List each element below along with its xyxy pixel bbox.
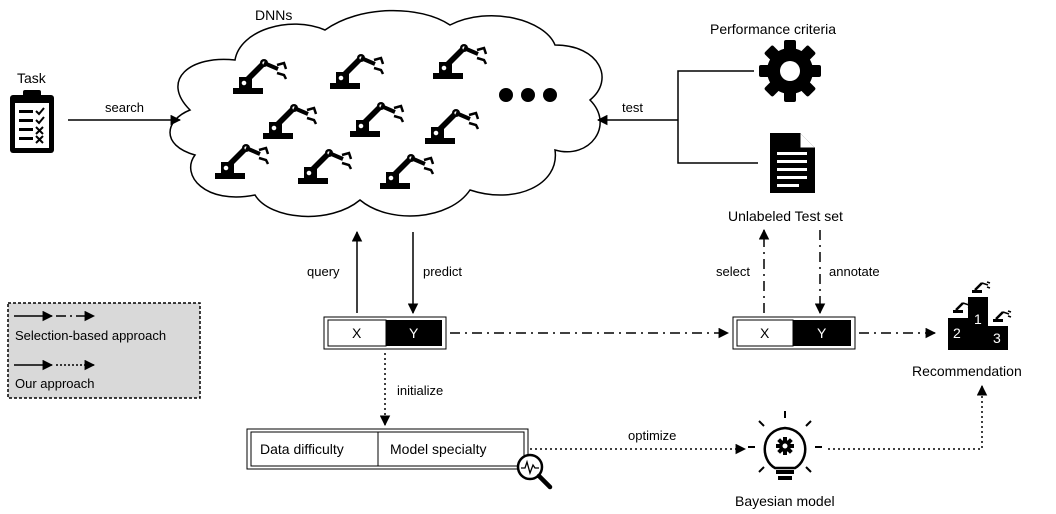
podium-icon (948, 280, 1013, 350)
xy-pair-right (732, 316, 856, 350)
bayes-to-recommendation-arrow (828, 384, 988, 450)
pair-right-x: X (760, 325, 770, 341)
pair-right-y: Y (817, 325, 827, 341)
unlabeled-test-set-label: Unlabeled Test set (728, 208, 843, 224)
performance-criteria-label: Performance criteria (710, 21, 836, 37)
pair-left-y: Y (409, 325, 419, 341)
pair-left-x: X (352, 325, 362, 341)
magnifier-waveform-icon (516, 453, 553, 490)
initialize-label: initialize (397, 383, 443, 398)
select-label: select (716, 264, 750, 279)
gear-icon (759, 40, 821, 102)
test-label: test (622, 100, 643, 115)
lightbulb-gear-icon (748, 411, 822, 480)
data-difficulty-label: Data difficulty (260, 441, 344, 457)
criteria-bracket (677, 70, 758, 164)
dnn-cloud (169, 9, 603, 218)
annotate-label: annotate (829, 264, 880, 279)
recommendation-label: Recommendation (912, 363, 1022, 379)
podium-first: 1 (974, 311, 982, 327)
optimize-label: optimize (628, 428, 676, 443)
bayesian-model-label: Bayesian model (735, 493, 835, 509)
model-specialty-label: Model specialty (390, 441, 487, 457)
xy-pair-left (323, 316, 447, 350)
legend-selection-label: Selection-based approach (15, 328, 166, 343)
document-icon (770, 133, 815, 193)
predict-label: predict (423, 264, 462, 279)
feature-box (246, 428, 529, 470)
legend-box (7, 302, 201, 399)
search-label: search (105, 100, 144, 115)
podium-third: 3 (993, 330, 1001, 346)
dnns-label: DNNs (255, 7, 292, 23)
podium-second: 2 (953, 325, 961, 341)
legend-ours-label: Our approach (15, 376, 95, 391)
task-label: Task (17, 70, 47, 86)
query-label: query (307, 264, 340, 279)
clipboard-icon (10, 90, 54, 153)
ellipsis-icon (499, 88, 557, 102)
